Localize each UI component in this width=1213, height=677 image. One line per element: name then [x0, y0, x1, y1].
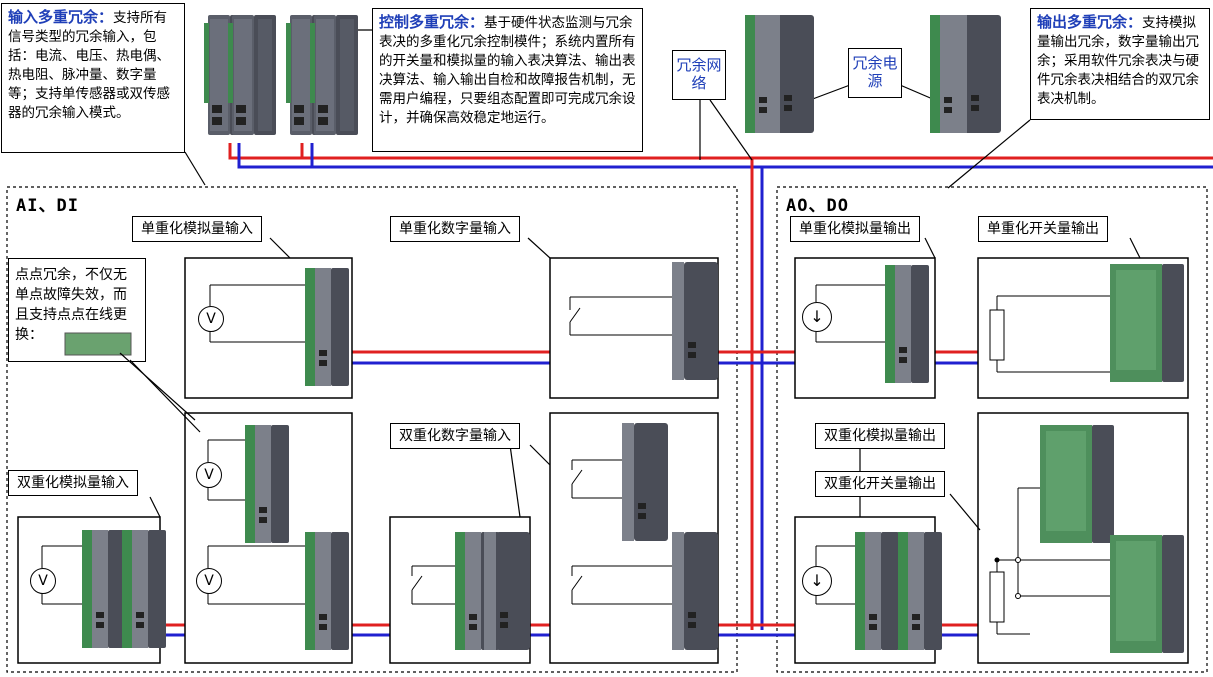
- voltmeter-symbol-single-ai: V: [198, 306, 224, 332]
- redundant-power-label: 冗余电源: [848, 48, 902, 98]
- control-redundancy-title: 控制多重冗余：: [379, 13, 485, 31]
- point-redundancy-note: 点点冗余，不仅无单点故障失效，而且支持点点在线更换：: [8, 258, 146, 362]
- input-redundancy-title: 输入多重冗余：: [8, 8, 114, 26]
- single-ao-label: 单重化模拟量输出: [790, 216, 920, 242]
- single-do-label: 单重化开关量输出: [978, 216, 1108, 242]
- section-right-title: AO、DO: [786, 196, 849, 216]
- dual-ai-label: 双重化模拟量输入: [8, 470, 138, 496]
- section-left-title: AI、DI: [16, 196, 79, 216]
- voltmeter-symbol-dual-ai-left: V: [30, 568, 56, 594]
- control-redundancy-body: 基于硬件状态监测与冗余表决的多重化冗余控制模件；系统内置所有的开关量和模拟量的输…: [379, 15, 636, 126]
- control-redundancy-note: 控制多重冗余：基于硬件状态监测与冗余表决的多重化冗余控制模件；系统内置所有的开关…: [372, 8, 643, 152]
- dual-di-label: 双重化数字量输入: [390, 423, 520, 449]
- input-redundancy-note: 输入多重冗余：支持所有信号类型的冗余输入，包括：电流、电压、热电偶、热电阻、脉冲…: [1, 3, 185, 153]
- redundant-network-label: 冗余网络: [672, 50, 726, 100]
- single-ai-label: 单重化模拟量输入: [132, 216, 262, 242]
- single-di-label: 单重化数字量输入: [390, 216, 520, 242]
- input-redundancy-body: 支持所有信号类型的冗余输入，包括：电流、电压、热电偶、热电阻、脉冲量、数字量等；…: [8, 10, 170, 121]
- point-redundancy-text: 点点冗余，不仅无单点故障失效，而且支持点点在线更换：: [15, 267, 127, 343]
- current-source-symbol-dual-ao: ↓: [802, 566, 832, 596]
- voltmeter-symbol-dual-ai-2: V: [196, 568, 222, 594]
- dual-ao-label: 双重化模拟量输出: [815, 423, 945, 449]
- output-redundancy-note: 输出多重冗余：支持模拟量输出冗余，数字量输出冗余；采用软件冗余表决与硬件冗余表决…: [1030, 8, 1210, 120]
- dual-do-label: 双重化开关量输出: [815, 471, 945, 497]
- voltmeter-symbol-dual-ai-1: V: [196, 462, 222, 488]
- output-redundancy-body: 支持模拟量输出冗余，数字量输出冗余；采用软件冗余表决与硬件冗余表决相结合的双冗余…: [1037, 15, 1199, 107]
- output-redundancy-title: 输出多重冗余：: [1037, 13, 1143, 31]
- current-source-symbol-single-ao: ↓: [802, 302, 832, 332]
